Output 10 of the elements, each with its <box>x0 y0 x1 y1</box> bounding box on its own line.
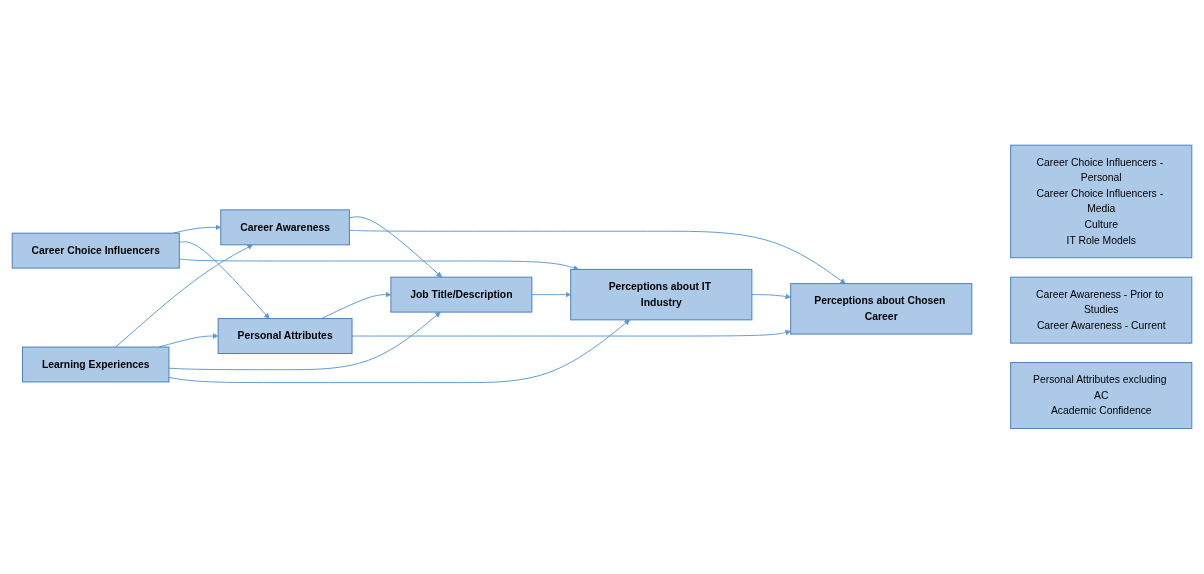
node-box: Career Choice Influencers <box>11 232 180 269</box>
node-box: Career Choice Influencers - Personal Career Choice Influencers - Media Culture IT Role Models <box>1010 144 1193 259</box>
node-box: Personal Attributes <box>217 318 353 355</box>
node-box: Career Awareness <box>220 209 350 246</box>
node-box: Career Awareness - Prior to Studies Career Awareness - Current <box>1010 276 1193 344</box>
node-box: Personal Attributes excluding AC Academic Confidence <box>1010 362 1193 430</box>
node-box: Learning Experiences <box>22 346 170 383</box>
node-box: Job Title/Description <box>390 276 533 313</box>
node-box: Perceptions about Chosen Career <box>790 283 973 335</box>
node-box: Perceptions about IT Industry <box>570 269 753 321</box>
